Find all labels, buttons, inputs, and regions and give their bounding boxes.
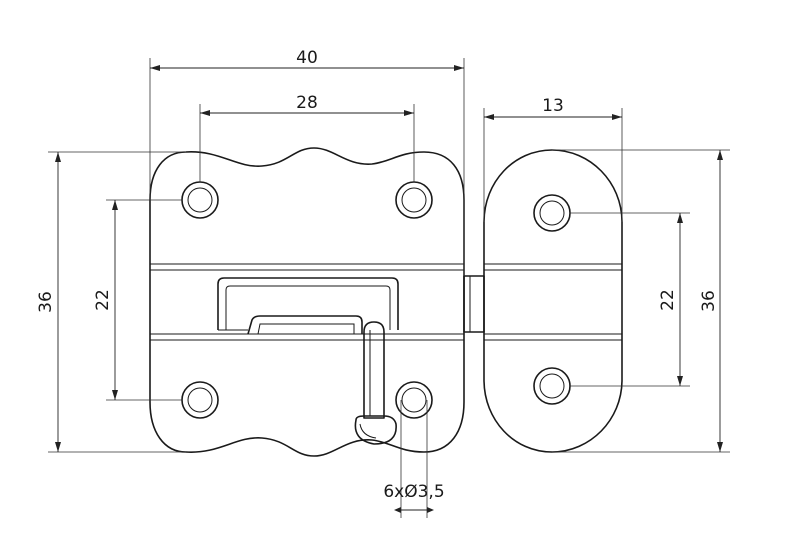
dimension-label-13: 13 — [542, 96, 564, 116]
bolt-bar — [463, 275, 485, 333]
keeper-plate — [483, 149, 623, 453]
dimension-hole-diameter: 6xØ3,5 — [383, 400, 445, 518]
screw-hole — [395, 381, 433, 419]
bolt-rail — [247, 315, 363, 335]
dimension-left-height: 36 — [36, 151, 186, 453]
dimension-left-hole-spacing: 22 — [93, 199, 182, 401]
dimension-label-40: 40 — [296, 48, 318, 68]
bolt-handle — [354, 321, 397, 445]
dimension-hole-spacing: 28 — [199, 93, 415, 182]
dimension-keeper-width: 13 — [483, 96, 623, 222]
dimension-overall-width: 40 — [149, 48, 465, 276]
screw-hole — [181, 181, 219, 219]
screw-hole — [181, 381, 219, 419]
latch-plate — [149, 147, 465, 457]
screw-hole — [533, 194, 571, 232]
dimension-right-height: 36 — [552, 149, 730, 453]
dimension-label-22-left: 22 — [93, 289, 113, 311]
dimension-label-hole-spec: 6xØ3,5 — [383, 482, 444, 502]
dimension-label-22-right: 22 — [658, 289, 678, 311]
screw-hole — [395, 181, 433, 219]
dimension-label-36-right: 36 — [699, 290, 719, 312]
latch-plate-outline — [149, 147, 465, 457]
dimension-right-hole-spacing: 22 — [570, 212, 690, 387]
dimension-label-28: 28 — [296, 93, 318, 113]
screw-hole — [533, 367, 571, 405]
dimension-label-36-left: 36 — [36, 291, 56, 313]
bolt-slot — [217, 277, 399, 330]
